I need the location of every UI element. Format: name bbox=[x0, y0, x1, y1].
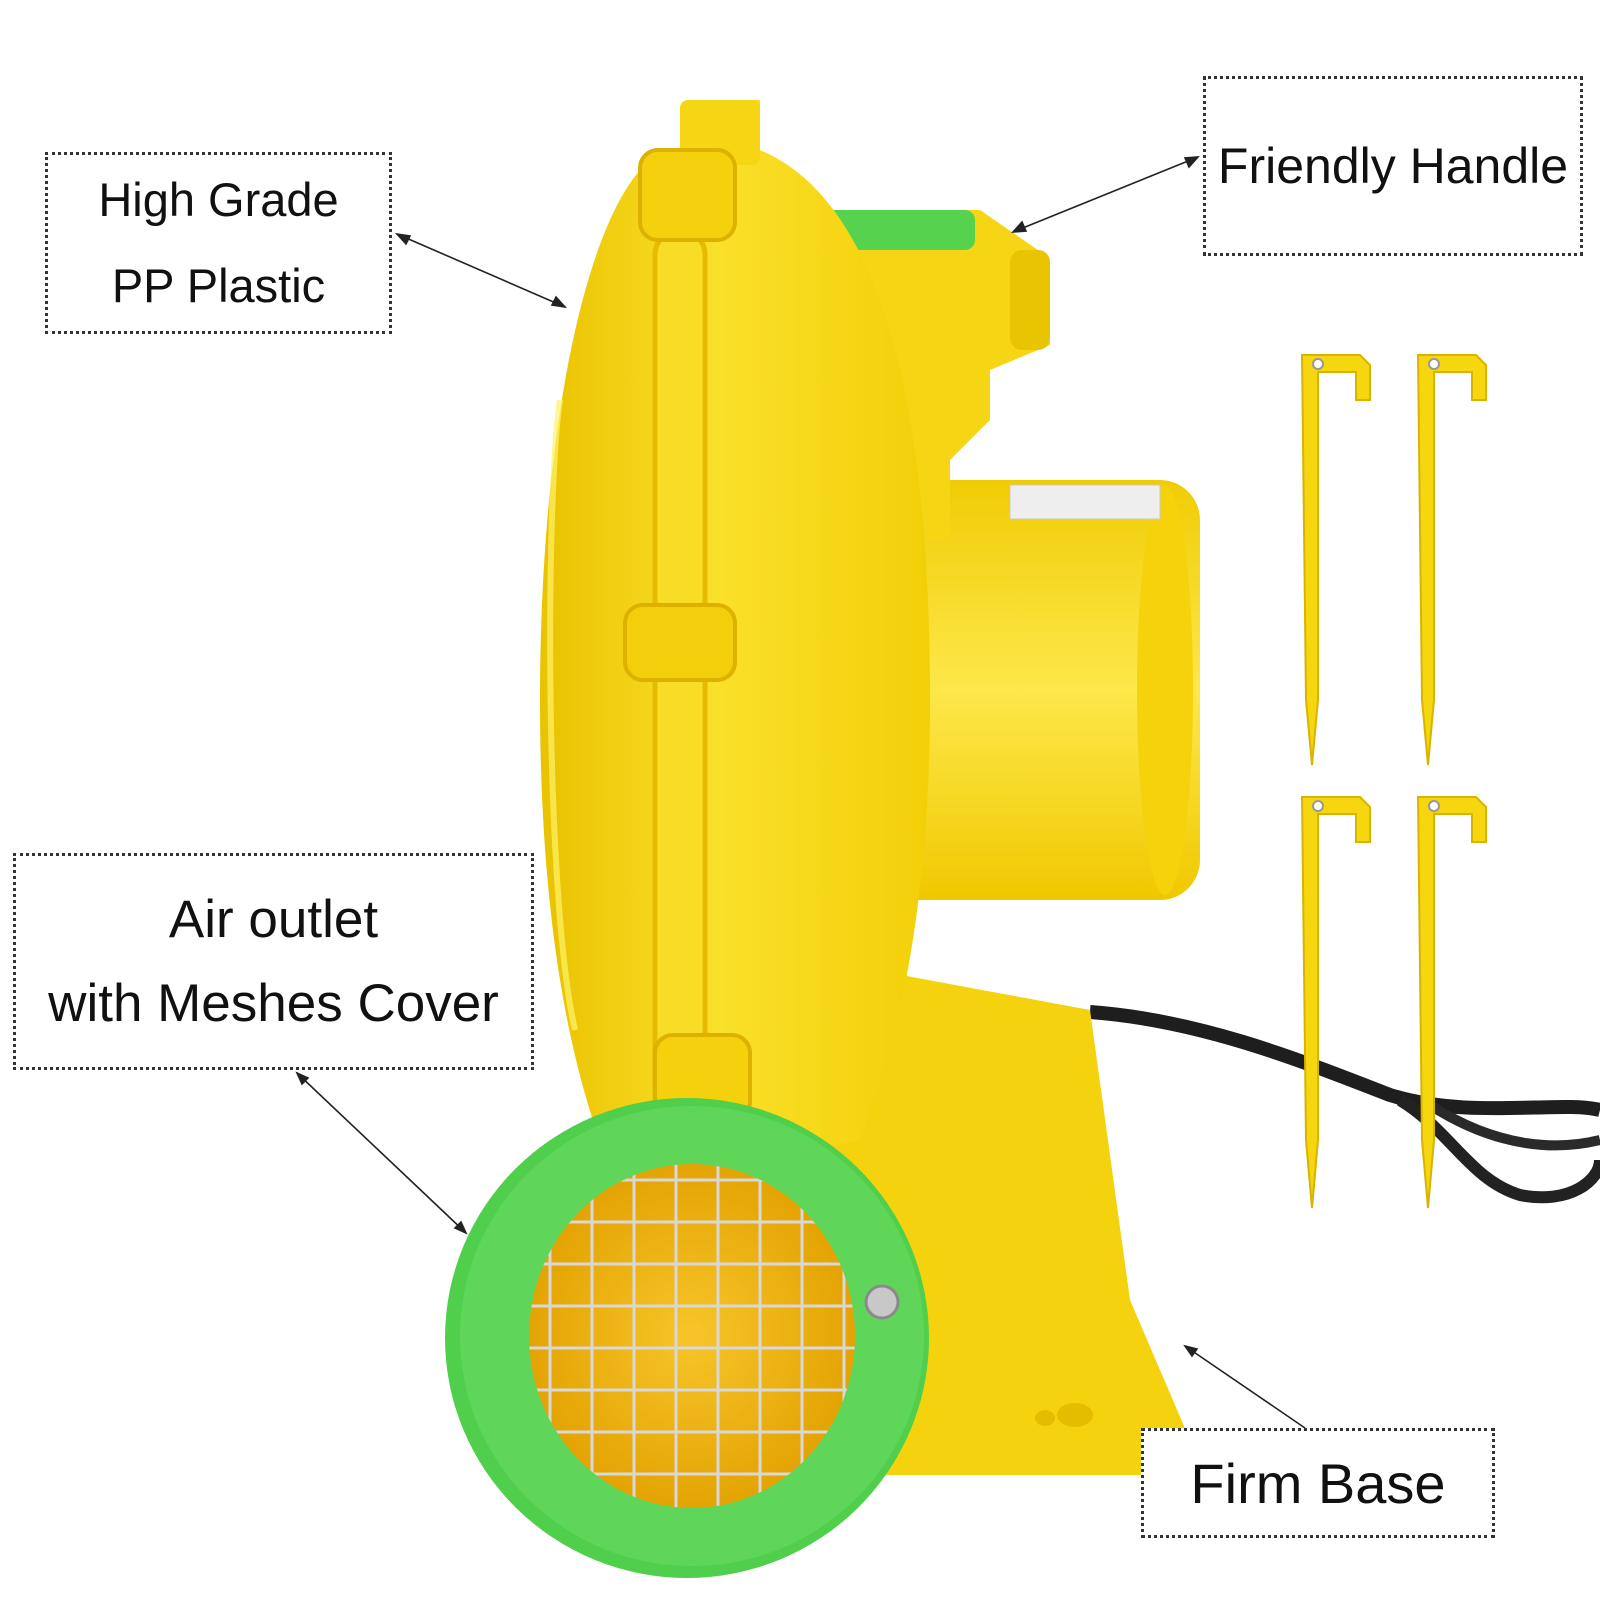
air-outlet bbox=[445, 1098, 929, 1578]
callout-base-text: Firm Base bbox=[1190, 1451, 1446, 1515]
callout-handle-text: Friendly Handle bbox=[1217, 138, 1569, 194]
arrow-handle bbox=[1012, 156, 1199, 233]
arrow-plastic bbox=[396, 233, 566, 308]
outlet-opening bbox=[529, 1164, 855, 1508]
callout-friendly-handle: Friendly Handle bbox=[1203, 76, 1583, 256]
arrow-outlet bbox=[296, 1072, 467, 1234]
mesh-screw bbox=[864, 1284, 900, 1320]
callout-high-grade-plastic: High Grade PP Plastic bbox=[45, 152, 392, 334]
stake-1 bbox=[1300, 354, 1371, 766]
clip-latch bbox=[623, 603, 737, 682]
spec-label bbox=[1009, 484, 1161, 520]
green-handle-grip bbox=[815, 210, 975, 250]
callout-plastic-line1: High Grade bbox=[98, 173, 339, 226]
power-cord bbox=[1089, 1005, 1600, 1204]
leader-lines bbox=[295, 156, 1306, 1429]
callout-outlet-line2: with Meshes Cover bbox=[48, 973, 499, 1033]
stake-2 bbox=[1416, 354, 1487, 766]
callout-outlet-line1: Air outlet bbox=[168, 889, 379, 949]
ground-stakes bbox=[1300, 354, 1487, 1209]
callout-plastic-line2: PP Plastic bbox=[111, 259, 326, 312]
callout-air-outlet: Air outlet with Meshes Cover bbox=[13, 853, 534, 1070]
arrow-base bbox=[1184, 1345, 1306, 1429]
stake-3 bbox=[1300, 796, 1371, 1209]
callout-firm-base: Firm Base bbox=[1141, 1428, 1495, 1538]
blower-housing bbox=[540, 100, 1200, 1475]
stake-4 bbox=[1416, 796, 1487, 1209]
